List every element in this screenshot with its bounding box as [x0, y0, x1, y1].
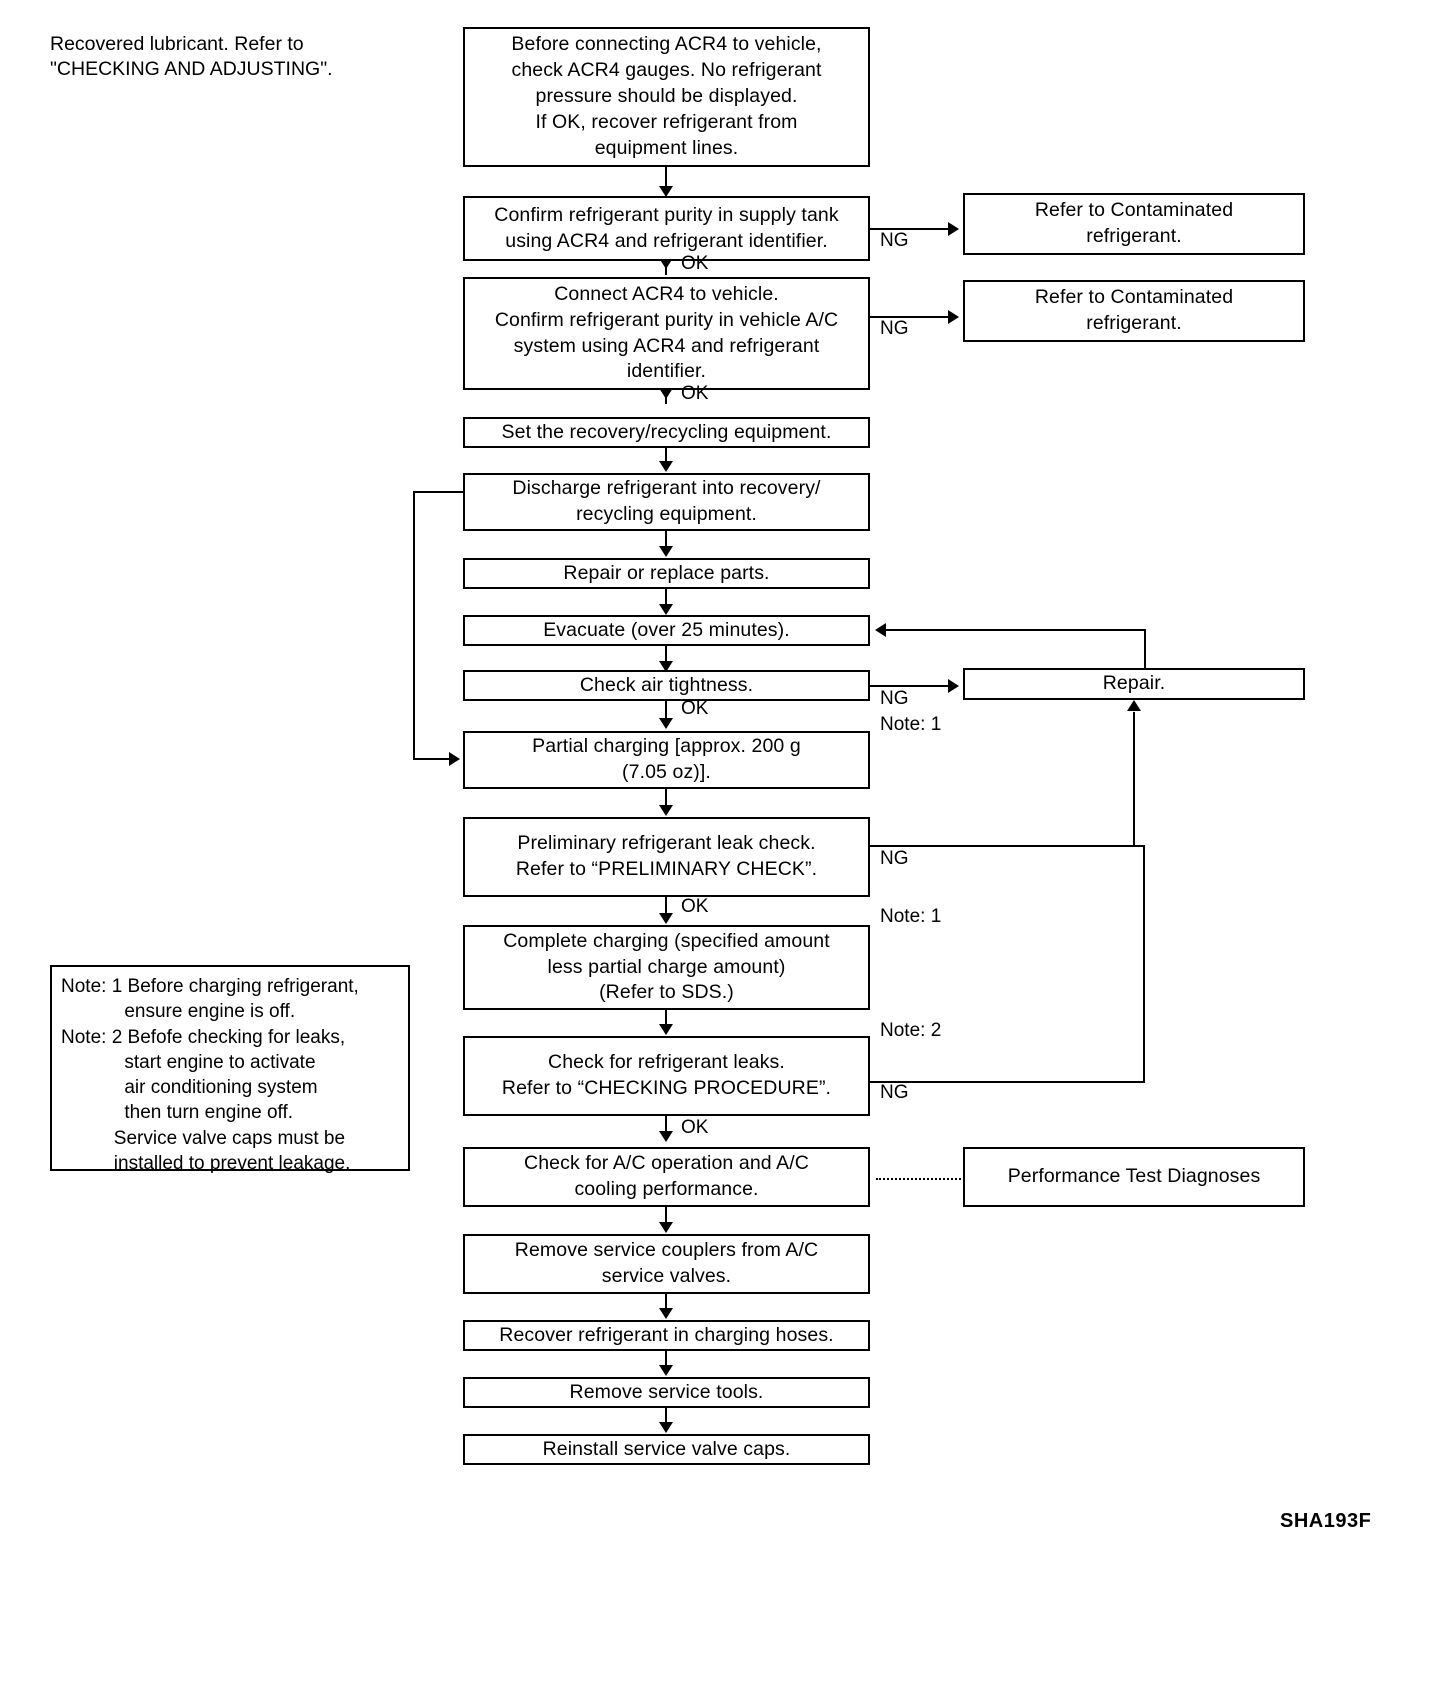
side-contaminated-2[interactable]: Refer to Contaminated refrigerant.	[963, 280, 1305, 342]
arrowhead-16-17	[659, 1422, 673, 1433]
connector-ng-4-h	[870, 845, 1145, 847]
connector-ng-2	[870, 316, 950, 318]
arrowhead-2-3	[659, 258, 673, 269]
step-discharge[interactable]: Discharge refrigerant into recovery/ rec…	[463, 473, 870, 531]
arrowhead-11-12	[659, 1024, 673, 1035]
return-to-evacuate-v	[1144, 629, 1146, 669]
arrowhead-ng-1	[948, 222, 959, 236]
step-repair-replace[interactable]: Repair or replace parts.	[463, 558, 870, 589]
connector-8-9	[665, 701, 667, 725]
branch-label-note2: Note: 2	[880, 1020, 942, 1041]
connector-15-16	[665, 1351, 667, 1371]
step-partial-charging[interactable]: Partial charging [approx. 200 g (7.05 oz…	[463, 731, 870, 789]
branch-label-ok-2: OK	[681, 383, 709, 404]
arrowhead-7-8	[659, 661, 673, 672]
branch-label-ng-1: NG	[880, 230, 909, 251]
recovered-lubricant-note: Recovered lubricant. Refer to "CHECKING …	[50, 33, 333, 81]
step-remove-couplers[interactable]: Remove service couplers from A/C service…	[463, 1234, 870, 1294]
step-set-equipment[interactable]: Set the recovery/recycling equipment.	[463, 417, 870, 448]
branch-label-ok-3: OK	[681, 698, 709, 719]
connector-ng-4-v	[1133, 712, 1135, 847]
connector-ng-1	[870, 228, 950, 230]
step-connect-acr4[interactable]: Connect ACR4 to vehicle. Confirm refrige…	[463, 277, 870, 390]
notes-box: Note: 1 Before charging refrigerant, ens…	[50, 965, 410, 1174]
side-contaminated-1[interactable]: Refer to Contaminated refrigerant.	[963, 193, 1305, 255]
branch-label-note1-a: Note: 1	[880, 714, 942, 735]
dotted-connector-performance	[876, 1178, 961, 1180]
arrowhead-ng-2	[948, 310, 959, 324]
arrowhead-ng-3	[948, 679, 959, 693]
arrowhead-15-16	[659, 1365, 673, 1376]
note-line: Note: 1 Before charging refrigerant,	[61, 976, 359, 997]
arrowhead-loop-partial	[449, 752, 460, 766]
figure-id-label: SHA193F	[1280, 1510, 1372, 1532]
branch-label-ng-5: NG	[880, 1082, 909, 1103]
connector-14-15	[665, 1294, 667, 1314]
connector-13-14	[665, 1207, 667, 1227]
connector-ng-3	[870, 685, 950, 687]
note-line: then turn engine off.	[61, 1102, 294, 1124]
step-remove-tools[interactable]: Remove service tools.	[463, 1377, 870, 1408]
return-to-evacuate-h	[886, 629, 1146, 631]
loop-discharge-down	[413, 491, 415, 760]
step-initial-check[interactable]: Before connecting ACR4 to vehicle, check…	[463, 27, 870, 167]
step-preliminary-leak-check[interactable]: Preliminary refrigerant leak check. Refe…	[463, 817, 870, 897]
arrowhead-12-13	[659, 1131, 673, 1142]
arrowhead-13-14	[659, 1222, 673, 1233]
arrowhead-14-15	[659, 1308, 673, 1319]
note-line: ensure engine is off.	[61, 1001, 296, 1023]
side-repair[interactable]: Repair.	[963, 668, 1305, 700]
step-check-air-tightness[interactable]: Check air tightness.	[463, 670, 870, 701]
branch-label-note1-b: Note: 1	[880, 906, 942, 927]
note-line: installed to prevent leakage.	[61, 1152, 351, 1174]
connector-12-13	[665, 1116, 667, 1138]
step-check-leaks[interactable]: Check for refrigerant leaks. Refer to “C…	[463, 1036, 870, 1116]
arrowhead-4-5	[659, 461, 673, 472]
arrowhead-3-4	[659, 388, 673, 399]
connector-9-10	[665, 789, 667, 810]
connector-16-17	[665, 1408, 667, 1428]
step-evacuate[interactable]: Evacuate (over 25 minutes).	[463, 615, 870, 646]
branch-label-ok-4: OK	[681, 896, 709, 917]
loop-discharge-out	[413, 491, 465, 493]
branch-label-ng-4: NG	[880, 848, 909, 869]
step-recover-hoses[interactable]: Recover refrigerant in charging hoses.	[463, 1320, 870, 1351]
note-line: air conditioning system	[61, 1077, 318, 1099]
arrowhead-8-9	[659, 718, 673, 729]
note-line: Service valve caps must be	[61, 1127, 346, 1149]
arrowhead-1-2	[659, 186, 673, 197]
connector-5-6	[665, 531, 667, 551]
note-line: Note: 2 Befofe checking for leaks,	[61, 1026, 346, 1048]
arrowhead-9-10	[659, 805, 673, 816]
connector-6-7	[665, 589, 667, 609]
arrowhead-ng-4-repair	[1127, 700, 1141, 711]
branch-label-ok-1: OK	[681, 253, 709, 274]
note-line: start engine to activate	[61, 1051, 316, 1073]
loop-discharge-in	[413, 758, 451, 760]
step-complete-charging[interactable]: Complete charging (specified amount less…	[463, 925, 870, 1010]
connector-ng-5-h	[870, 1081, 1145, 1083]
connector-ng-5-v	[1143, 845, 1145, 1083]
branch-label-ng-3: NG	[880, 688, 909, 709]
arrowhead-return-evacuate	[875, 623, 886, 637]
connector-11-12	[665, 1010, 667, 1030]
connector-1-2	[665, 167, 667, 190]
branch-label-ok-5: OK	[681, 1117, 709, 1138]
arrowhead-6-7	[659, 604, 673, 615]
step-reinstall-caps[interactable]: Reinstall service valve caps.	[463, 1434, 870, 1465]
arrowhead-5-6	[659, 546, 673, 557]
branch-label-ng-2: NG	[880, 318, 909, 339]
side-performance-test[interactable]: Performance Test Diagnoses	[963, 1147, 1305, 1207]
step-confirm-supply-tank[interactable]: Confirm refrigerant purity in supply tan…	[463, 196, 870, 261]
arrowhead-10-11	[659, 913, 673, 924]
connector-10-11	[665, 897, 667, 919]
connector-7-8	[665, 646, 667, 666]
step-check-ac-operation[interactable]: Check for A/C operation and A/C cooling …	[463, 1147, 870, 1207]
connector-4-5	[665, 448, 667, 465]
